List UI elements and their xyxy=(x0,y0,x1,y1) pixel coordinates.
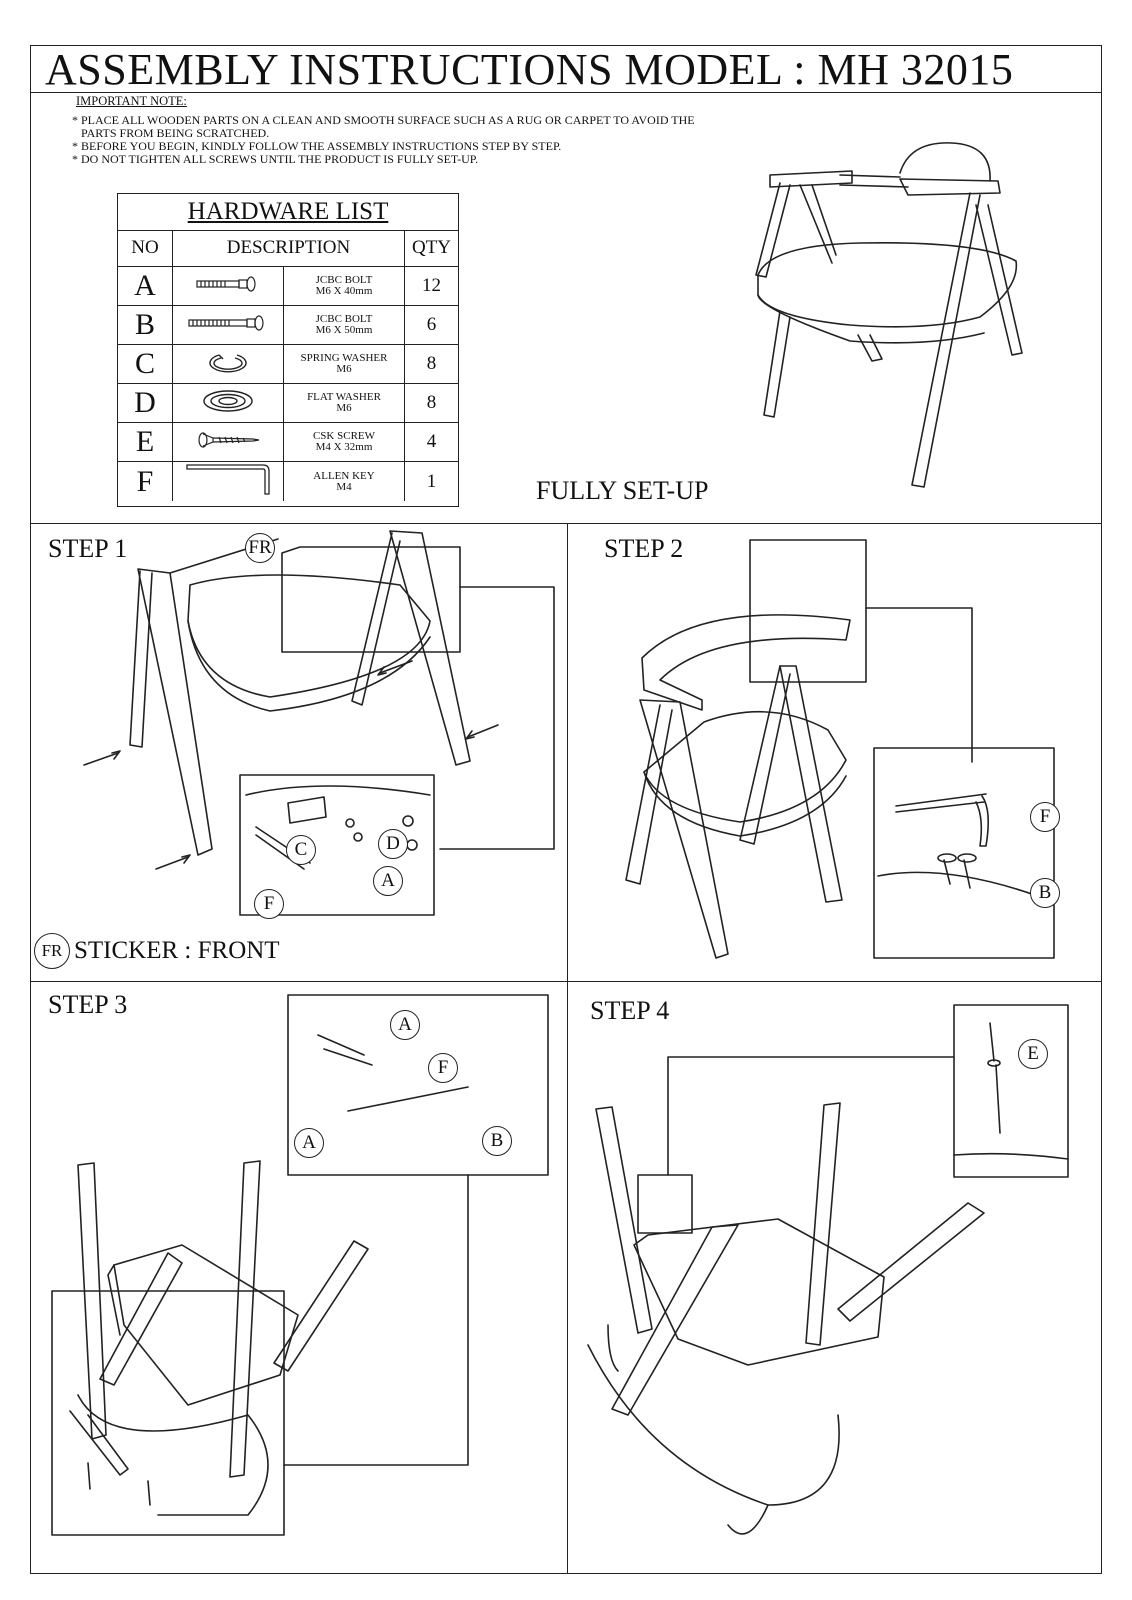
item-no: F xyxy=(118,461,173,501)
item-no: D xyxy=(118,383,173,423)
fr-sticker-badge: FR xyxy=(34,933,70,969)
item-no: A xyxy=(118,266,173,306)
header-no: NO xyxy=(118,230,173,267)
callout-a: A xyxy=(373,866,403,896)
item-qty: 8 xyxy=(404,344,458,384)
callout-a: A xyxy=(390,1010,420,1040)
allen-key-icon xyxy=(172,461,284,501)
step-4-drawing xyxy=(587,1004,1069,1535)
instruction-sheet xyxy=(30,45,1102,1574)
item-no: B xyxy=(118,305,173,345)
section-divider xyxy=(30,523,1102,524)
flat-washer-icon xyxy=(172,383,284,423)
note-line: * DO NOT TIGHTEN ALL SCREWS UNTIL THE PR… xyxy=(72,152,479,166)
step-4-label: STEP 4 xyxy=(590,996,670,1025)
step-2-label: STEP 2 xyxy=(604,534,684,563)
callout-fr: FR xyxy=(245,533,275,563)
callout-f: F xyxy=(254,889,284,919)
important-notes: * PLACE ALL WOODEN PARTS ON A CLEAN AND … xyxy=(72,114,695,166)
hardware-list-title: HARDWARE LIST xyxy=(118,194,458,231)
item-no: E xyxy=(118,422,173,462)
table-header-row: NO DESCRIPTION QTY xyxy=(118,230,458,267)
hardware-list: HARDWARE LIST NO DESCRIPTION QTY A JCBC … xyxy=(117,193,459,507)
item-no: C xyxy=(118,344,173,384)
title-divider xyxy=(30,92,1102,93)
sticker-note: FR STICKER : FRONT xyxy=(34,933,280,969)
item-qty: 4 xyxy=(404,422,458,462)
step-1-drawing xyxy=(83,530,555,916)
callout-e: E xyxy=(1018,1039,1048,1069)
note-line: * PLACE ALL WOODEN PARTS ON A CLEAN AND … xyxy=(72,113,695,127)
step-2-drawing xyxy=(625,539,1055,959)
fully-setup-chair-drawing xyxy=(755,142,1023,488)
important-note-heading: IMPORTANT NOTE: xyxy=(76,94,187,108)
step-3-label: STEP 3 xyxy=(48,990,128,1019)
page-title: ASSEMBLY INSTRUCTIONS MODEL : MH 32015 xyxy=(45,45,1014,94)
item-qty: 1 xyxy=(404,461,458,501)
note-line: PARTS FROM BEING SCRATCHED. xyxy=(72,126,270,140)
item-qty: 6 xyxy=(404,305,458,345)
callout-d: D xyxy=(378,829,408,859)
callout-a: A xyxy=(294,1128,324,1158)
fully-setup-label: FULLY SET-UP xyxy=(536,476,709,505)
step-1-label: STEP 1 xyxy=(48,534,128,563)
sticker-text: STICKER : FRONT xyxy=(74,937,280,964)
bolt-long-icon xyxy=(172,305,284,345)
callout-f: F xyxy=(1030,802,1060,832)
spring-washer-icon xyxy=(172,344,284,384)
callout-b: B xyxy=(482,1126,512,1156)
callout-c: C xyxy=(286,835,316,865)
callout-b: B xyxy=(1030,878,1060,908)
header-qty: QTY xyxy=(404,230,458,267)
note-line: * BEFORE YOU BEGIN, KINDLY FOLLOW THE AS… xyxy=(72,139,562,153)
section-divider xyxy=(30,981,1102,982)
bolt-short-icon xyxy=(172,266,284,306)
item-qty: 8 xyxy=(404,383,458,423)
callout-f: F xyxy=(428,1053,458,1083)
csk-screw-icon xyxy=(172,422,284,462)
column-divider xyxy=(567,523,568,1574)
item-qty: 12 xyxy=(404,266,458,306)
step-3-drawing xyxy=(51,994,549,1536)
header-description: DESCRIPTION xyxy=(172,230,405,267)
